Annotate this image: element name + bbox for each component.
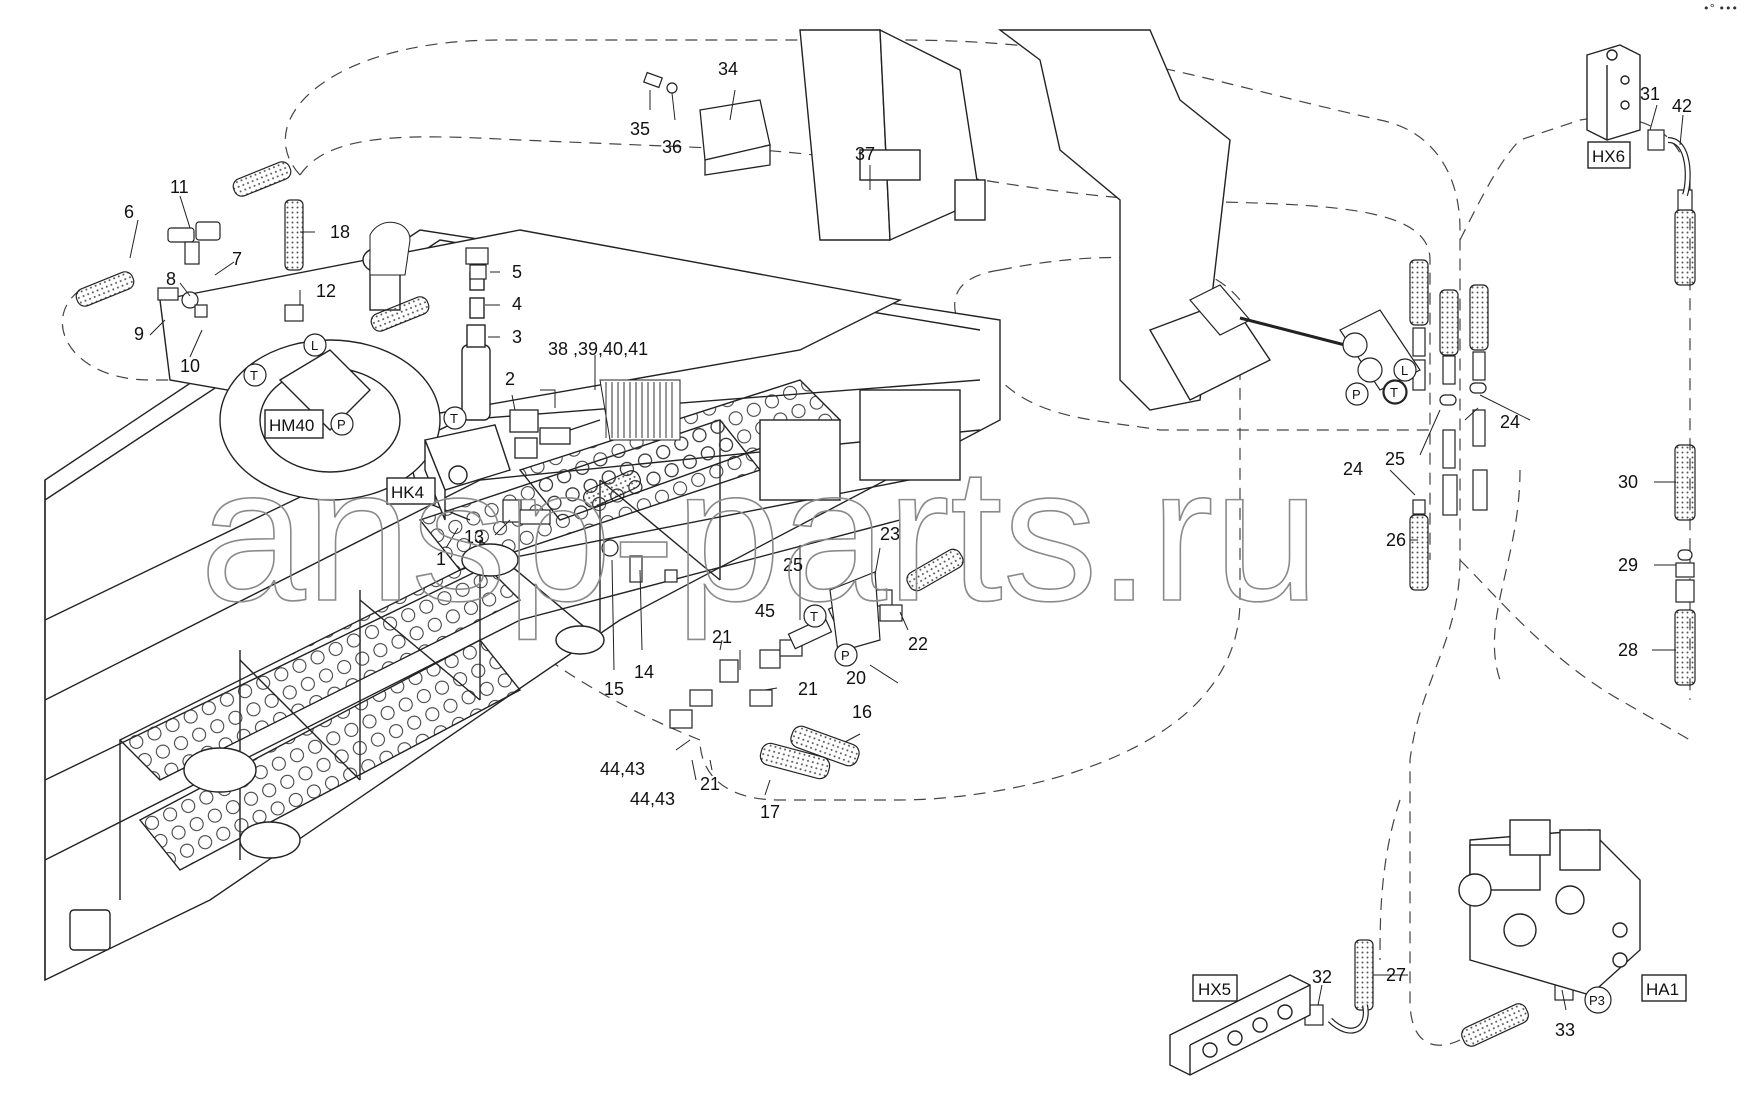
port-t-hm40: T xyxy=(250,368,258,383)
callout-16: 16 xyxy=(852,702,872,722)
callout-17: 17 xyxy=(760,802,780,822)
callout-26: 26 xyxy=(1386,530,1406,550)
callout-15: 15 xyxy=(604,679,624,699)
watermark-text: ansp-parts.ru xyxy=(200,429,1319,641)
valve-block-hk4 xyxy=(386,271,511,521)
manifold-hx6 xyxy=(1586,44,1641,169)
callout-44-43-b: 44,43 xyxy=(630,789,675,809)
port-t-plate: T xyxy=(810,609,818,624)
callout-20: 20 xyxy=(846,668,866,688)
manifold-hx5 xyxy=(1169,974,1311,1076)
callout-24-left: 24 xyxy=(1343,459,1363,479)
port-p3-ha1: P3 xyxy=(1589,993,1605,1008)
callout-29: 29 xyxy=(1618,555,1638,575)
port-p-plate: P xyxy=(841,648,850,663)
callout-28: 28 xyxy=(1618,640,1638,660)
corrugated-hose xyxy=(369,221,681,441)
callout-8: 8 xyxy=(166,269,176,289)
hydraulic-hoses xyxy=(75,161,1696,1047)
port-markers xyxy=(243,333,1612,1014)
unit-label-ha1: HA1 xyxy=(1646,980,1679,999)
unit-label-hm40: HM40 xyxy=(269,416,314,435)
port-l-right: L xyxy=(1401,363,1408,378)
port-labels: T L P T T P P T L P3 xyxy=(250,338,1605,1008)
callout-14: 14 xyxy=(634,662,654,682)
hm40-label: HM40 xyxy=(269,416,314,435)
callout-22: 22 xyxy=(908,634,928,654)
bracket-34 xyxy=(699,99,771,176)
callout-45: 45 xyxy=(755,601,775,621)
callout-31: 31 xyxy=(1640,84,1660,104)
port-p-hm40: P xyxy=(337,417,346,432)
upright-column xyxy=(799,28,1272,411)
callout-2: 2 xyxy=(505,369,515,389)
callout-35: 35 xyxy=(630,119,650,139)
callout-21-bottom: 21 xyxy=(700,774,720,794)
unit-label-hx5: HX5 xyxy=(1198,980,1231,999)
callout-44-43-a: 44,43 xyxy=(600,759,645,779)
unit-label-hk4: HK4 xyxy=(391,483,424,502)
callout-9: 9 xyxy=(134,324,144,344)
callout-38-41: 38 ,39,40,41 xyxy=(548,339,648,359)
callout-34: 34 xyxy=(718,59,738,79)
hx5-label: HX5 xyxy=(1198,980,1231,999)
callout-10: 10 xyxy=(180,356,200,376)
callout-30: 30 xyxy=(1618,472,1638,492)
hx6-label: HX6 xyxy=(1592,147,1625,166)
callout-1: 1 xyxy=(436,549,446,569)
callout-18: 18 xyxy=(330,222,350,242)
port-l-hm40: L xyxy=(311,338,318,353)
callout-24-right: 24 xyxy=(1500,412,1520,432)
hk4-label: HK4 xyxy=(391,483,424,502)
callout-12: 12 xyxy=(316,281,336,301)
callout-3: 3 xyxy=(512,327,522,347)
callout-21-mid: 21 xyxy=(798,679,818,699)
callout-36: 36 xyxy=(662,137,682,157)
hydraulic-motor-hm40 xyxy=(219,245,441,501)
callout-27: 27 xyxy=(1386,965,1406,985)
callout-7: 7 xyxy=(232,249,242,269)
callout-25-right: 25 xyxy=(1385,449,1405,469)
callout-37: 37 xyxy=(855,144,875,164)
callout-33: 33 xyxy=(1555,1020,1575,1040)
part-callouts: 6 11 7 8 9 10 12 18 5 4 3 2 38 ,39,40,41… xyxy=(124,59,1692,1040)
ha1-label: HA1 xyxy=(1646,980,1679,999)
callout-5: 5 xyxy=(512,262,522,282)
callout-32: 32 xyxy=(1312,967,1332,987)
callout-42: 42 xyxy=(1672,96,1692,116)
port-t-hk4: T xyxy=(450,411,458,426)
port-t-right: T xyxy=(1390,385,1398,400)
callout-25-center: 25 xyxy=(783,555,803,575)
corner-mark: •° ••• xyxy=(1703,2,1738,15)
leader-lines xyxy=(129,89,1684,1011)
unit-label-hx6: HX6 xyxy=(1592,147,1625,166)
port-p-right: P xyxy=(1352,387,1361,402)
callout-6: 6 xyxy=(124,202,134,222)
manifold-ha1 xyxy=(1458,819,1687,1002)
fittings xyxy=(157,71,1695,1034)
callout-21-top: 21 xyxy=(712,627,732,647)
callout-4: 4 xyxy=(512,294,522,314)
callout-23: 23 xyxy=(880,524,900,544)
callout-13: 13 xyxy=(464,527,484,547)
solenoid-connector xyxy=(509,409,601,459)
callout-11: 11 xyxy=(170,177,189,197)
